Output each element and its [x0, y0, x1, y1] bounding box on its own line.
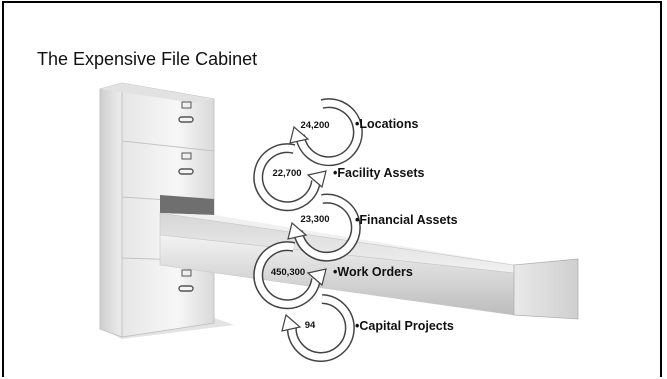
record-count-facility-assets: 22,700	[272, 168, 302, 179]
arrowheads	[281, 125, 327, 332]
circular-arrow-icon	[253, 241, 321, 310]
record-label-capital-projects: •Capital Projects	[355, 319, 454, 333]
circular-arrow-icon	[293, 193, 361, 262]
arrowhead-icon	[306, 268, 327, 287]
circular-arrow-icon	[295, 98, 363, 167]
record-label-locations: •Locations	[355, 117, 419, 131]
file-cabinet-illustration	[99, 82, 579, 362]
arrowhead-icon	[289, 125, 310, 144]
cabinet-body	[99, 82, 215, 338]
slide-title: The Expensive File Cabinet	[37, 49, 258, 69]
arrowhead-icon	[306, 170, 327, 189]
record-count-capital-projects: 94	[304, 320, 316, 331]
record-count-work-orders: 450,300	[270, 267, 306, 278]
record-count-locations: 24,200	[300, 120, 330, 131]
record-label-facility-assets: •Facility Assets	[333, 166, 425, 180]
long-drawer	[159, 212, 579, 320]
record-label-work-orders: •Work Orders	[333, 265, 413, 279]
circular-arrows	[253, 98, 363, 362]
drawer-opening	[160, 195, 214, 215]
record-label-financial-assets: •Financial Assets	[355, 213, 458, 227]
record-count-financial-assets: 23,300	[300, 214, 330, 225]
arrowhead-icon	[287, 221, 308, 240]
circular-arrow-icon	[286, 294, 355, 362]
circular-arrow-icon	[253, 143, 321, 212]
arrowhead-icon	[281, 313, 302, 332]
